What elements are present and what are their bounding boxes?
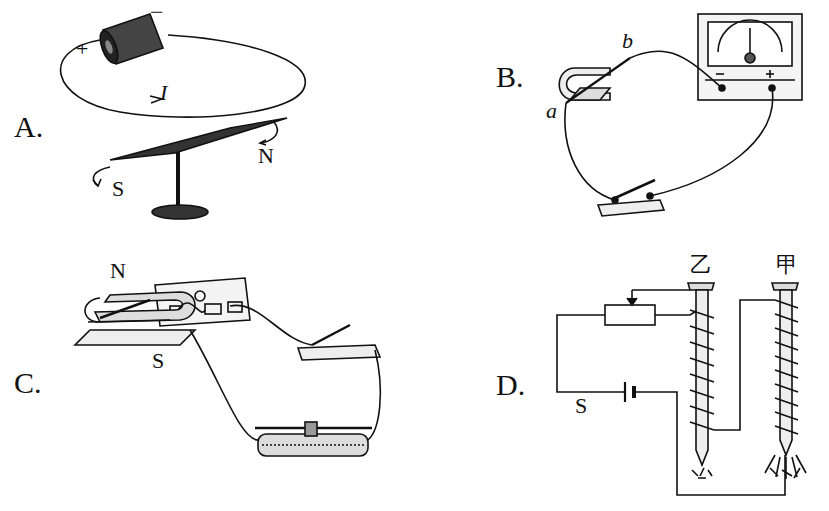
polarity-sign: − [150, 0, 164, 24]
wire [630, 51, 722, 88]
pole-label: N [110, 260, 126, 282]
wire [368, 350, 380, 440]
circuit [557, 290, 785, 495]
end-label: b [622, 30, 633, 52]
galvanometer [698, 14, 802, 100]
electromagnet-jia [765, 283, 806, 479]
switch-label: S [575, 395, 587, 417]
option-letter: A. [14, 112, 43, 142]
wire [565, 103, 615, 200]
option-letter: D. [496, 370, 525, 400]
current-loop [61, 35, 306, 117]
option-letter: B. [496, 62, 524, 92]
polarity-sign: + [76, 38, 88, 60]
end-label: a [546, 100, 557, 122]
nail-label: 乙 [690, 254, 712, 276]
wire [190, 330, 258, 440]
pole-label: S [152, 350, 164, 372]
nail-label: 甲 [776, 254, 798, 276]
wire [650, 88, 773, 196]
horseshoe-magnet [75, 292, 195, 345]
rheostat [255, 422, 372, 456]
option-letter: C. [14, 368, 42, 398]
pole-label: N [258, 145, 274, 167]
wire [178, 303, 205, 312]
pole-label: S [112, 178, 124, 200]
magnetic-needle [93, 118, 287, 219]
electromagnet-yi [688, 283, 775, 478]
horseshoe-magnet [559, 68, 610, 100]
wire [230, 305, 312, 345]
switch [298, 325, 380, 360]
current-label: I [160, 82, 167, 104]
conductor-rod [566, 58, 630, 103]
